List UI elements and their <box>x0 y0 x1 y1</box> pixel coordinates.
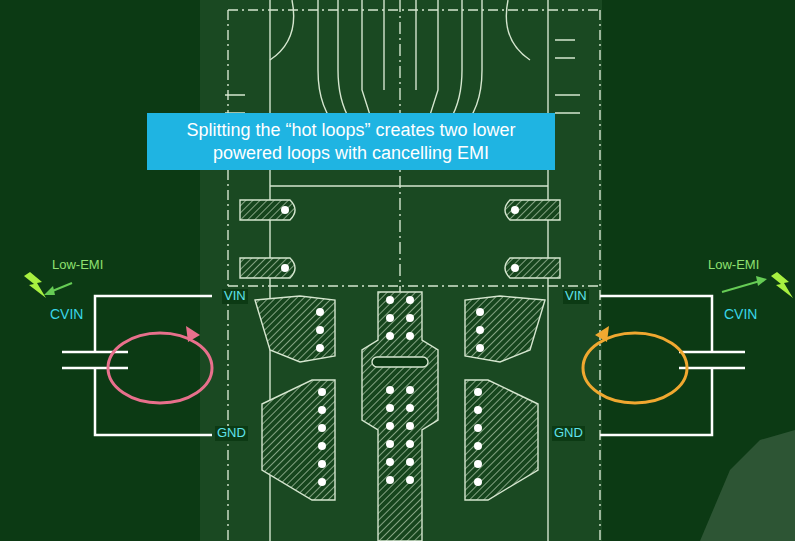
pin-label: VIN <box>563 289 589 304</box>
emi-arrow-head <box>44 286 55 295</box>
emi-label: Low-EMI <box>706 258 761 273</box>
pin-label: VIN <box>222 289 248 304</box>
banner-text: Splitting the “hot loops” creates two lo… <box>153 119 549 164</box>
loop-arrowhead <box>595 326 609 342</box>
emi-bolt <box>24 272 46 298</box>
emi-arrow-head <box>756 276 767 286</box>
callout-banner: Splitting the “hot loops” creates two lo… <box>147 113 555 170</box>
loop-arrowhead <box>186 326 200 342</box>
pcb-slot <box>372 357 428 367</box>
pcb-outline <box>225 0 600 541</box>
pin-label: GND <box>215 426 248 441</box>
current-loop-left <box>108 333 212 403</box>
component-label: CVIN <box>48 306 85 322</box>
pcb-pads <box>240 200 560 541</box>
capacitor-circuit-right <box>600 296 745 435</box>
current-loop-right <box>583 333 687 403</box>
capacitor-circuit-left <box>62 296 212 435</box>
watermark-shape <box>700 430 795 541</box>
pin-label: GND <box>552 426 585 441</box>
emi-label: Low-EMI <box>50 258 105 273</box>
emi-bolt <box>771 272 793 298</box>
pcb-via-dots <box>281 206 519 486</box>
component-label: CVIN <box>722 306 759 322</box>
pcb-ground <box>200 0 602 541</box>
emi-arrow <box>722 281 760 292</box>
